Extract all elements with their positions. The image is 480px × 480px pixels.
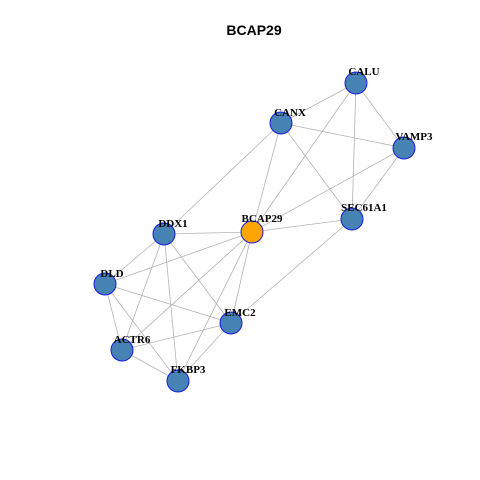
diagram-title: BCAP29: [226, 22, 281, 38]
node-label-ddx1: DDX1: [158, 218, 187, 230]
node-calu[interactable]: [344, 71, 368, 95]
node-label-canx: CANX: [274, 107, 306, 119]
edge-bcap29-dld: [104, 231, 253, 285]
edge-canx-ddx1: [163, 122, 282, 235]
node-layer: [93, 71, 416, 393]
node-canx[interactable]: [269, 111, 293, 135]
edge-emc2-fkbp3: [177, 322, 232, 382]
node-vamp3[interactable]: [392, 136, 416, 160]
node-label-calu: CALU: [348, 66, 379, 78]
edge-vamp3-sec61a1: [351, 147, 405, 220]
edge-calu-bcap29: [251, 82, 357, 233]
edge-calu-vamp3: [355, 82, 405, 149]
edge-ddx1-fkbp3: [163, 233, 179, 382]
node-ddx1[interactable]: [152, 222, 176, 246]
edge-calu-canx: [280, 82, 357, 124]
node-label-emc2: EMC2: [224, 307, 256, 319]
node-actr6[interactable]: [110, 338, 134, 362]
node-label-bcap29: BCAP29: [242, 213, 283, 225]
edge-canx-sec61a1: [280, 122, 353, 220]
node-fkbp3[interactable]: [166, 369, 190, 393]
node-label-vamp3: VAMP3: [395, 131, 433, 143]
edge-canx-vamp3: [280, 122, 405, 149]
edge-sec61a1-emc2: [230, 218, 353, 324]
edge-ddx1-emc2: [163, 233, 232, 324]
edge-bcap29-fkbp3: [177, 231, 253, 382]
node-sec61a1[interactable]: [340, 207, 364, 231]
edge-calu-sec61a1: [351, 82, 357, 220]
node-emc2[interactable]: [219, 311, 243, 335]
edge-emc2-actr6: [121, 322, 232, 351]
edge-bcap29-emc2: [230, 231, 253, 324]
node-label-actr6: ACTR6: [114, 334, 151, 346]
node-label-dld: DLD: [100, 268, 123, 280]
edge-dld-fkbp3: [104, 283, 179, 382]
edge-ddx1-actr6: [121, 233, 165, 351]
edge-sec61a1-bcap29: [251, 218, 353, 233]
edge-bcap29-actr6: [121, 231, 253, 351]
edge-ddx1-dld: [104, 233, 165, 285]
edge-canx-bcap29: [251, 122, 282, 233]
edge-bcap29-ddx1: [163, 231, 253, 235]
edge-dld-emc2: [104, 283, 232, 324]
node-bcap29[interactable]: [240, 220, 264, 244]
edge-vamp3-bcap29: [251, 147, 405, 233]
node-label-fkbp3: FKBP3: [171, 364, 206, 376]
node-dld[interactable]: [93, 272, 117, 296]
node-label-sec61a1: SEC61A1: [341, 202, 387, 214]
